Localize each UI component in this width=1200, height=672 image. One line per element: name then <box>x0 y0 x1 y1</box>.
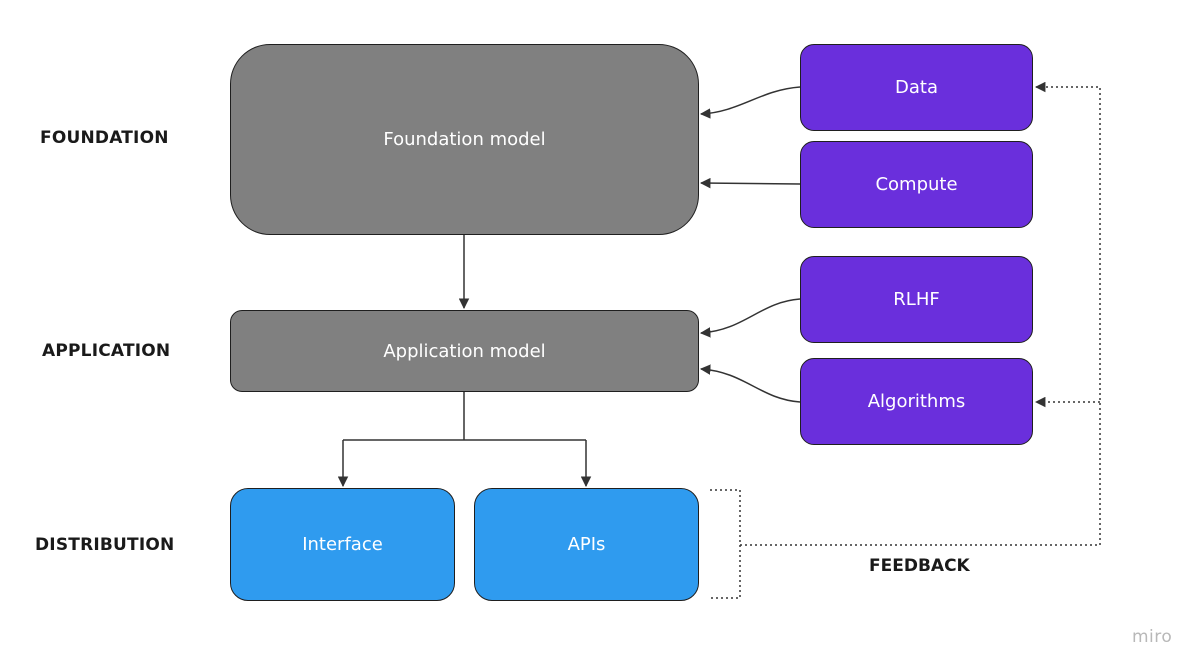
application-model-node[interactable]: Application model <box>230 310 699 392</box>
feedback-bracket <box>710 489 741 599</box>
foundation-layer-label: FOUNDATION <box>40 128 169 148</box>
application-to-distribution-connector <box>343 392 586 441</box>
data-node[interactable]: Data <box>800 44 1033 131</box>
algorithms-node[interactable]: Algorithms <box>800 358 1033 445</box>
compute-node[interactable]: Compute <box>800 141 1033 228</box>
compute-to-foundation-connector <box>699 177 801 189</box>
algorithms-to-application-connector <box>699 364 801 403</box>
feedback-label: FEEDBACK <box>869 556 970 576</box>
application-layer-label: APPLICATION <box>42 341 171 361</box>
miro-watermark: miro <box>1132 627 1173 647</box>
data-to-foundation-connector <box>699 86 801 119</box>
distribution-layer-label: DISTRIBUTION <box>35 535 175 555</box>
foundation-model-node[interactable]: Foundation model <box>230 44 699 235</box>
interface-node[interactable]: Interface <box>230 488 455 601</box>
rlhf-to-application-connector <box>699 298 801 338</box>
apis-node[interactable]: APIs <box>474 488 699 601</box>
rlhf-node[interactable]: RLHF <box>800 256 1033 343</box>
